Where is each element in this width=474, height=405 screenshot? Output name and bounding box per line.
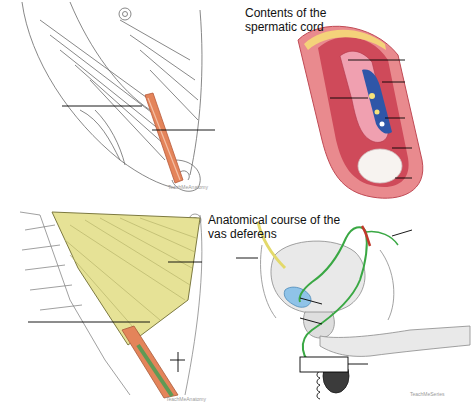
leader-line <box>300 298 322 304</box>
spermatic-cord-course <box>138 345 172 396</box>
leader-line <box>385 118 405 119</box>
inguinal-wall-drawing <box>40 20 165 160</box>
pelvic-organs-drawing <box>380 250 394 320</box>
spermatic-cord-section <box>380 122 385 127</box>
inguinal-wall-drawing <box>120 20 198 120</box>
inguinal-wall-drawing <box>190 10 202 175</box>
spermatic-cord-course <box>122 326 178 398</box>
internal-oblique-muscle <box>65 218 196 335</box>
leader-line <box>28 322 150 323</box>
spermatic-cord-section <box>369 93 375 99</box>
internal-oblique-muscle <box>52 212 200 345</box>
leader-line <box>395 178 412 179</box>
leader-line <box>236 258 258 259</box>
leader-line <box>236 230 412 364</box>
leader-line <box>330 60 412 178</box>
spermatic-cord-section <box>318 37 409 187</box>
watermark: TeachMeAnatomy <box>166 396 206 402</box>
testicular-artery <box>362 226 370 246</box>
leader-line <box>392 230 412 236</box>
internal-oblique-muscle <box>52 212 200 345</box>
inguinal-wall-drawing <box>80 110 125 165</box>
spermatic-cord-course <box>148 98 180 180</box>
spermatic-cord-course <box>145 93 183 183</box>
leader-line <box>178 352 179 372</box>
answer-box <box>300 357 348 372</box>
leader-line <box>152 130 215 131</box>
vas-deferens <box>300 227 399 368</box>
seminal-vesicle <box>284 287 311 307</box>
answer-box <box>300 357 348 372</box>
seminal-vesicle <box>284 287 311 307</box>
inguinal-wall-drawing <box>119 8 131 20</box>
leader-line <box>62 106 215 130</box>
abdominal-wall-drawing <box>20 212 202 395</box>
watermark: TeachMeSeries <box>410 391 444 397</box>
leader-line <box>348 60 405 61</box>
panel-title: Contents of the spermatic cord <box>245 6 360 35</box>
leader-line <box>170 360 185 361</box>
spermatic-cord-course <box>145 93 183 183</box>
leader-line <box>392 148 412 149</box>
spermatic-cord-section <box>298 26 423 198</box>
leader-line <box>330 98 368 99</box>
spermatic-cord-section <box>375 110 380 115</box>
inguinal-wall-drawing <box>22 2 202 191</box>
leader-line <box>300 318 322 324</box>
inguinal-wall-drawing <box>123 12 128 17</box>
inguinal-wall-drawing <box>70 2 150 110</box>
leader-line <box>62 106 142 107</box>
spermatic-cord-course <box>122 326 178 398</box>
testicular-artery <box>362 226 370 246</box>
spermatic-cord-section <box>298 26 423 198</box>
pelvic-organs-drawing <box>320 326 470 356</box>
leader-line <box>382 82 405 83</box>
vas-deferens <box>366 232 398 245</box>
panel-title: Anatomical course of the vas deferens <box>208 213 358 242</box>
spermatic-cord-section <box>362 70 392 134</box>
leader-line <box>28 262 202 372</box>
leader-line <box>348 364 368 365</box>
watermark: TeachMeAnatomy <box>168 184 208 190</box>
leader-line <box>168 262 202 263</box>
vas-deferens <box>300 227 367 368</box>
